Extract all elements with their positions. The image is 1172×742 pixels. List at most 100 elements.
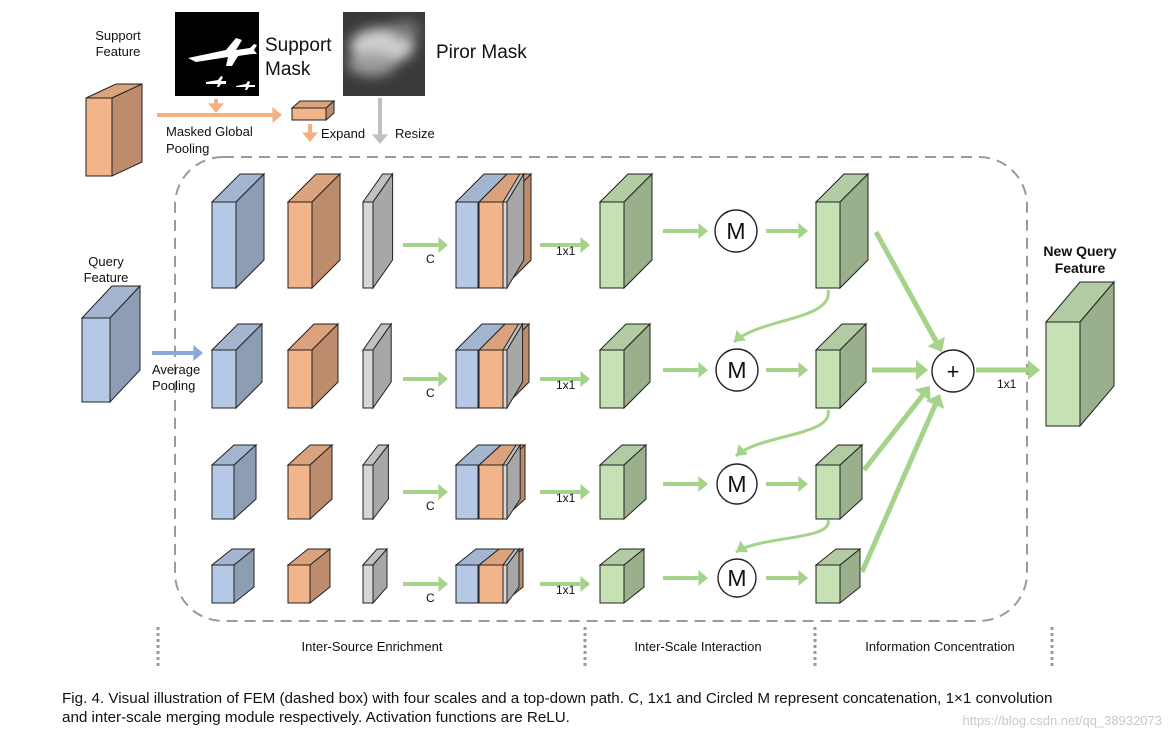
scale4-concat-top	[454, 548, 501, 566]
scale4-conv-label: 1x1	[556, 583, 576, 597]
scale3-support-cube	[286, 443, 334, 521]
scale1-output-cube	[814, 172, 870, 290]
scale3-query-cube	[210, 443, 258, 521]
masked-pooling-arrow	[157, 107, 282, 123]
resize-label: Resize	[395, 126, 435, 141]
support-mask-label-line-1: Support	[265, 35, 332, 56]
watermark: https://blog.csdn.net/qq_38932073	[962, 713, 1163, 728]
concentrate-arrow-2	[872, 360, 928, 380]
support-mask-image	[175, 12, 259, 96]
scale2-concat-top	[454, 323, 507, 351]
scale3-concat-gray	[502, 443, 522, 521]
scale4-conv-arrow	[540, 576, 590, 592]
scale4-concat-arrow	[403, 576, 448, 592]
scale4-merge-out-arrow	[766, 570, 808, 586]
scale2-output-cube	[814, 322, 868, 410]
scale2-query-cube	[210, 322, 264, 410]
concentrate-arrow-1	[873, 230, 945, 352]
scale3-merge-label: M	[727, 471, 746, 497]
scale2-concat-arrow	[403, 371, 448, 387]
scale4-support-cube	[286, 547, 332, 605]
support-mask-label-line-2: Mask	[265, 59, 311, 80]
scale4-merge-label: M	[727, 565, 746, 591]
query-feature-label-line-2: Feature	[84, 270, 129, 285]
scale2-conv-cube	[598, 322, 652, 410]
scale4-to-merge-arrow	[663, 570, 708, 586]
scale1-concat-arrow	[403, 237, 448, 253]
scale3-prior-cube	[361, 443, 390, 521]
support-feature-label-line-1: Support	[95, 28, 141, 43]
new-query-feature-label-line-2: Feature	[1055, 260, 1106, 276]
scale2-merge-out-arrow	[766, 362, 808, 378]
topdown-arrow-3-4	[735, 519, 830, 554]
section-label-3: Information Concentration	[865, 639, 1015, 654]
mask-to-pooling-arrow	[208, 99, 224, 113]
scale2-merge-circle	[715, 348, 759, 392]
section-label-1: Inter-Source Enrichment	[302, 639, 443, 654]
resize-arrow	[372, 98, 388, 144]
scale2-conv-label: 1x1	[556, 378, 576, 392]
support-feature-cube	[85, 83, 143, 177]
caption-line-2: and inter-scale merging module respectiv…	[62, 709, 570, 726]
scale1-concat-top	[454, 173, 509, 203]
scale4-conv-cube	[598, 547, 646, 605]
section-label-2: Inter-Scale Interaction	[634, 639, 761, 654]
caption-line-1: Fig. 4. Visual illustration of FEM (dash…	[62, 690, 1053, 707]
scale3-to-merge-arrow	[663, 476, 708, 492]
scale1-conv-cube	[598, 172, 654, 290]
query-feature-label-line-1: Query	[88, 254, 124, 269]
masked-global-pooling-label-line-2: Pooling	[166, 141, 209, 156]
average-pooling-arrow	[152, 345, 203, 361]
prototype-vector-cube	[290, 99, 336, 122]
output-conv-label: 1x1	[997, 377, 1017, 391]
scale1-support-cube	[286, 172, 342, 290]
new-query-feature-cube	[1044, 280, 1116, 428]
scale3-concat-blue	[455, 464, 479, 520]
sum-circle	[931, 349, 975, 393]
support-feature-label-line-2: Feature	[96, 44, 141, 59]
scale3-concat-arrow	[403, 484, 448, 500]
scale3-conv-arrow	[540, 484, 590, 500]
scale3-conv-label: 1x1	[556, 491, 576, 505]
scale2-conv-arrow	[540, 371, 590, 387]
new-query-feature-label-line-1: New Query	[1043, 243, 1116, 259]
figure-caption: Fig. 4. Visual illustration of FEM (dash…	[62, 689, 1152, 727]
scale1-concat-gray	[502, 172, 525, 290]
scale2-merge-label: M	[727, 357, 746, 383]
scale3-merge-circle	[716, 463, 758, 505]
scale1-to-merge-arrow	[663, 223, 708, 239]
scale2-concat-label: C	[426, 386, 435, 400]
scale2-to-merge-arrow	[663, 362, 708, 378]
query-feature-cube	[80, 284, 142, 404]
concentrate-arrow-4	[859, 394, 945, 574]
scale1-conv-arrow	[540, 237, 590, 253]
expand-label: Expand	[321, 126, 365, 141]
fem-dashed-box	[174, 156, 1028, 622]
concentrate-arrow-3	[862, 386, 931, 472]
prior-mask-image	[343, 12, 425, 96]
scale4-concat-gray	[502, 547, 520, 605]
scale4-merge-circle	[717, 558, 757, 598]
scale2-prior-cube	[362, 322, 393, 410]
scale3-concat-label: C	[426, 499, 435, 513]
average-pooling-label-line-2: Pooling	[152, 378, 195, 393]
scale3-output-cube	[814, 443, 864, 521]
scale1-conv-label: 1x1	[556, 244, 576, 258]
prior-mask-label: Piror Mask	[436, 42, 527, 63]
scale1-concat-blue	[455, 201, 479, 289]
scale3-conv-cube	[598, 443, 648, 521]
scale1-merge-circle	[714, 209, 758, 253]
scale4-concat-blue	[455, 564, 479, 604]
scale1-query-cube	[210, 172, 266, 290]
topdown-arrow-1-2	[732, 289, 830, 344]
scale4-prior-cube	[361, 547, 389, 605]
masked-global-pooling-label-line-1: Masked Global	[166, 124, 253, 139]
output-conv-arrow	[976, 360, 1040, 380]
scale4-query-cube	[210, 547, 256, 605]
scale3-concat-top	[454, 444, 503, 466]
sum-label: +	[947, 359, 960, 384]
scale4-concat-label: C	[426, 591, 435, 605]
scale1-merge-out-arrow	[766, 223, 808, 239]
expand-arrow	[302, 124, 318, 142]
scale2-support-cube	[286, 322, 340, 410]
